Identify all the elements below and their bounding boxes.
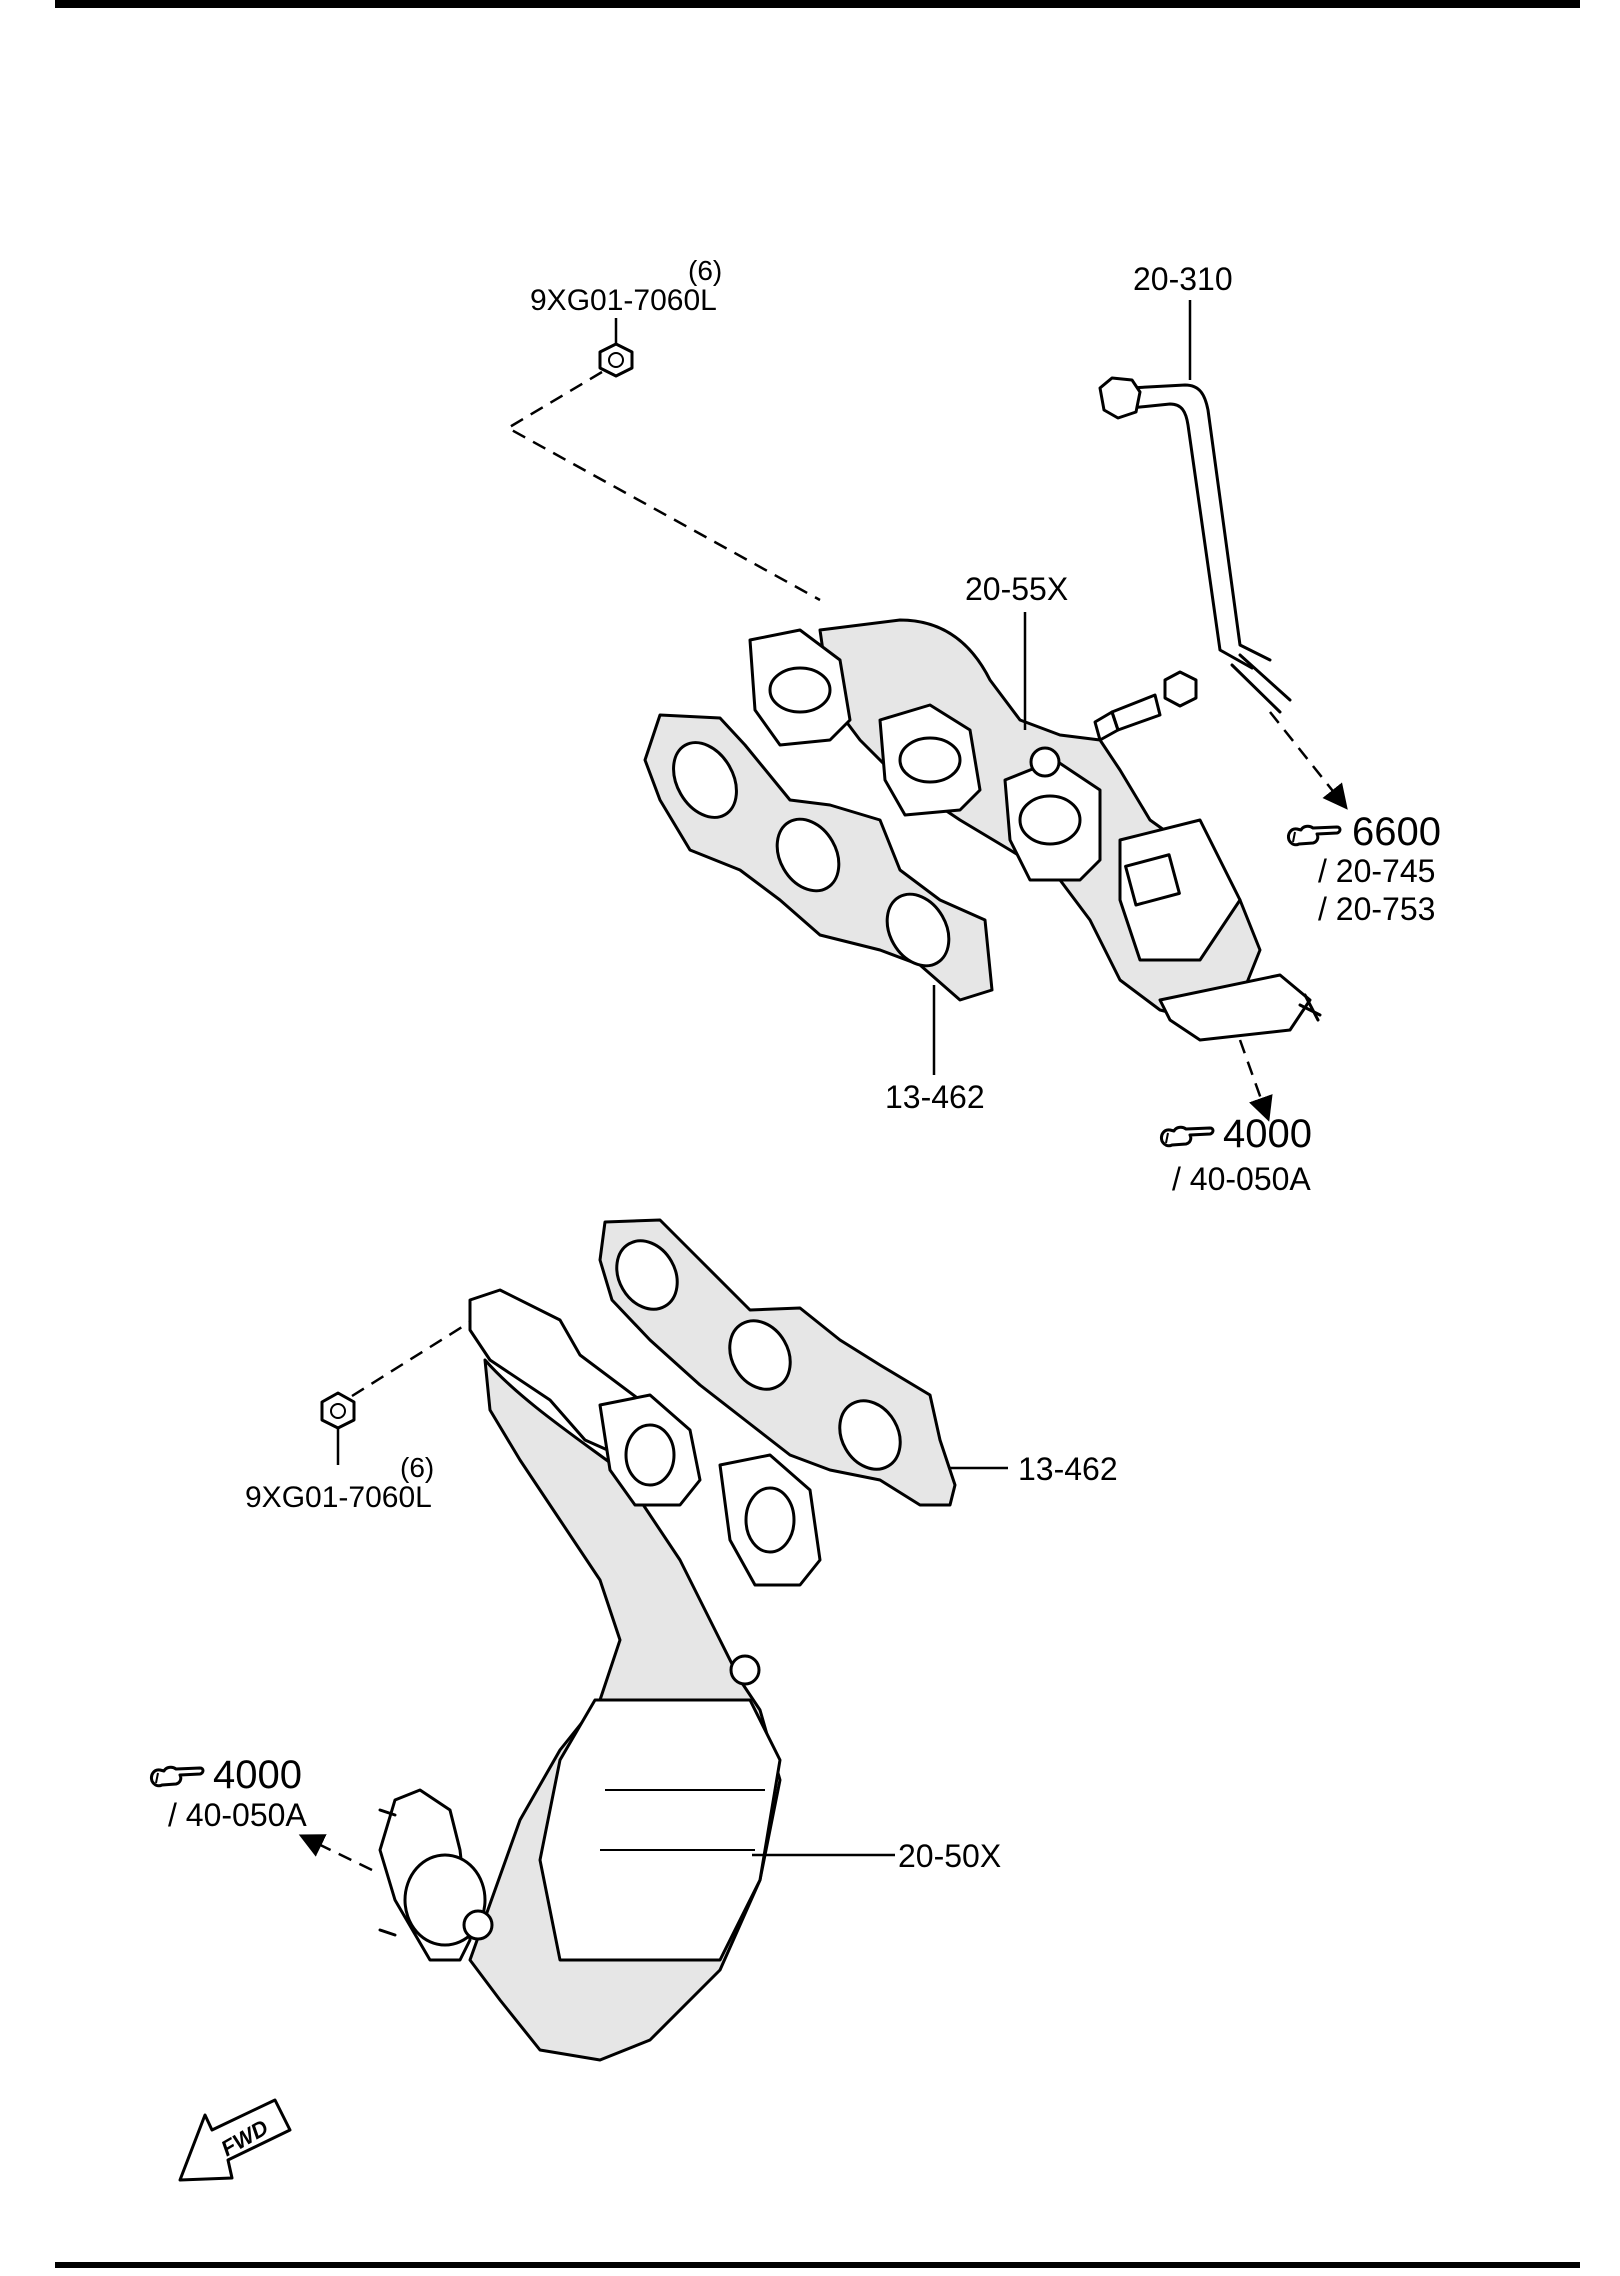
pipe-dashed: [1269, 711, 1348, 810]
fwd-arrow-icon: FWD: [178, 2098, 292, 2182]
bottom-rule: [55, 2262, 1580, 2268]
ref-4000-bottom-sub: / 40-050A: [168, 1797, 307, 1833]
manifold-bottom-dashed: [298, 1834, 373, 1872]
gasket-bottom: [598, 1218, 957, 1507]
ref-6600: 6600: [1352, 810, 1441, 854]
ref-4000-top: 4000: [1223, 1112, 1312, 1156]
gasket-top-label: 13-462: [885, 1079, 985, 1115]
nut-dashed-top: [505, 370, 821, 602]
ref-6600-sub2: / 20-753: [1318, 891, 1435, 927]
manifold-top-label: 20-55X: [965, 571, 1068, 607]
pointing-hand-icon: [1286, 824, 1342, 847]
nut-icon: [598, 342, 634, 378]
manifold-20-55X: [748, 618, 1322, 1042]
gasket-top: [643, 713, 994, 1002]
nut-bottom-label: 9XG01-7060L: [245, 1481, 432, 1514]
nut-top-label: 9XG01-7060L: [530, 284, 717, 317]
pipe-label: 20-310: [1133, 261, 1233, 297]
nut-dashed-bottom: [351, 1320, 471, 1398]
pointing-hand-icon: [149, 1765, 205, 1788]
ref-6600-sub1: / 20-745: [1318, 853, 1435, 889]
pointing-hand-icon: [1159, 1125, 1215, 1148]
nut-bottom-qty: (6): [400, 1452, 434, 1483]
nut-icon: [320, 1391, 356, 1430]
nut-top-qty: (6): [688, 255, 722, 286]
ref-4000-top-sub: / 40-050A: [1172, 1161, 1311, 1197]
manifold-top-dashed: [1238, 1039, 1273, 1122]
gasket-bottom-label: 13-462: [1018, 1451, 1118, 1487]
pipe-20-310: [1093, 376, 1292, 742]
manifold-20-50X: [378, 1288, 822, 2062]
top-rule: [55, 0, 1580, 8]
ref-4000-bottom: 4000: [213, 1753, 302, 1797]
manifold-bottom-label: 20-50X: [898, 1838, 1001, 1874]
